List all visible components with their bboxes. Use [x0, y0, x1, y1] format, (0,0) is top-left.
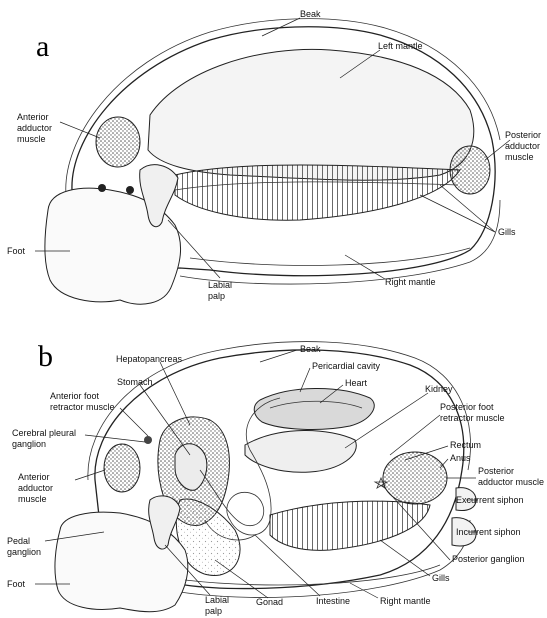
panel-b-kidney — [245, 430, 356, 472]
panel-b-label-posterior-adductor-2: adductor muscle — [478, 477, 544, 487]
panel-b-label-anterior-adductor-2: adductor — [18, 483, 53, 493]
panel-b-label-anterior-adductor-1: Anterior — [18, 472, 50, 482]
panel-a-gills — [175, 165, 460, 220]
panel-b-anterior-adductor-leader — [75, 470, 105, 480]
panel-b-label-anus: Anus — [450, 453, 471, 463]
panel-b-label-pedal-ganglion-1: Pedal — [7, 536, 30, 546]
panel-b-label-gills: Gills — [432, 573, 450, 583]
panel-b-letter: b — [38, 340, 53, 373]
panel-b-label-pedal-ganglion-2: ganglion — [7, 547, 41, 557]
panel-b-label-incurrent-siphon: Incurrent siphon — [456, 527, 521, 537]
panel-a-ganglion-dot-1 — [98, 184, 106, 192]
panel-a-ganglion-dot-2 — [126, 186, 134, 194]
panel-b-label-posterior-foot-retractor-2: retractor muscle — [440, 413, 505, 423]
panel-b-cerebral-pleural-leader — [85, 435, 145, 442]
panel-b-label-stomach: Stomach — [117, 377, 153, 387]
panel-b-label-foot: Foot — [7, 579, 26, 589]
panel-a-label-beak: Beak — [300, 9, 321, 19]
panel-a-anterior-adductor — [96, 117, 140, 167]
panel-b-label-hepatopancreas: Hepatopancreas — [116, 354, 183, 364]
panel-b-label-labial-palp-1: Labial — [205, 595, 229, 605]
panel-b-hepatopancreas-leader — [160, 362, 190, 425]
panel-b-label-rectum: Rectum — [450, 440, 481, 450]
panel-a-label-posterior-adductor-1: Posterior — [505, 130, 541, 140]
panel-b-label-beak: Beak — [300, 344, 321, 354]
panel-b-right-mantle-leader — [350, 583, 378, 598]
panel-b-label-cerebral-pleural-2: ganglion — [12, 439, 46, 449]
panel-a-label-anterior-adductor-3: muscle — [17, 134, 46, 144]
panel-b-label-posterior-adductor-1: Posterior — [478, 466, 514, 476]
panel-b-label-posterior-ganglion: Posterior ganglion — [452, 554, 525, 564]
panel-b-label-anterior-foot-retractor-2: retractor muscle — [50, 402, 115, 412]
panel-b-posterior-foot-retractor-leader — [390, 415, 440, 455]
panel-b-anterior-foot-retractor-leader — [120, 408, 148, 436]
panel-a-left-mantle — [148, 49, 474, 180]
panel-b-label-posterior-foot-retractor-1: Posterior foot — [440, 402, 494, 412]
panel-a: a Beak Left mant — [7, 9, 541, 304]
panel-b-gonad-leader — [215, 560, 268, 598]
panel-b-label-labial-palp-2: palp — [205, 606, 222, 616]
panel-b-label-anterior-foot-retractor-1: Anterior foot — [50, 391, 100, 401]
panel-a-right-mantle — [190, 248, 470, 265]
panel-a-label-right-mantle: Right mantle — [385, 277, 436, 287]
panel-a-label-left-mantle: Left mantle — [378, 41, 423, 51]
panel-a-label-posterior-adductor-2: adductor — [505, 141, 540, 151]
panel-a-label-labial-palp-2: palp — [208, 291, 225, 301]
panel-b-label-excurrent-siphon: Excurrent siphon — [456, 495, 524, 505]
panel-b-label-anterior-adductor-3: muscle — [18, 494, 47, 504]
panel-a-label-foot: Foot — [7, 246, 26, 256]
panel-b-cerebral-pleural-ganglion — [144, 436, 152, 444]
panel-b-label-gonad: Gonad — [256, 597, 283, 607]
panel-b-anterior-adductor — [104, 444, 140, 492]
panel-a-label-anterior-adductor-2: adductor — [17, 123, 52, 133]
panel-b-label-kidney: Kidney — [425, 384, 453, 394]
panel-b-label-pericardial-cavity: Pericardial cavity — [312, 361, 381, 371]
panel-a-right-mantle-leader — [345, 255, 385, 279]
panel-a-label-posterior-adductor-3: muscle — [505, 152, 534, 162]
panel-b-label-intestine: Intestine — [316, 596, 350, 606]
panel-b-label-right-mantle: Right mantle — [380, 596, 431, 606]
panel-b-gills-leader — [380, 540, 430, 576]
panel-b-label-cerebral-pleural-1: Cerebral pleural — [12, 428, 76, 438]
panel-b-label-heart: Heart — [345, 378, 368, 388]
panel-b-pericardial-cavity — [254, 388, 374, 429]
panel-b-gills — [270, 501, 430, 550]
panel-a-label-gills: Gills — [498, 227, 516, 237]
panel-a-label-anterior-adductor-1: Anterior — [17, 112, 49, 122]
panel-b: b — [7, 340, 544, 616]
panel-b-stomach — [175, 444, 207, 490]
panel-a-gills-leader-1 — [420, 195, 495, 232]
panel-a-label-labial-palp-1: Labial — [208, 280, 232, 290]
panel-a-letter: a — [36, 30, 49, 63]
